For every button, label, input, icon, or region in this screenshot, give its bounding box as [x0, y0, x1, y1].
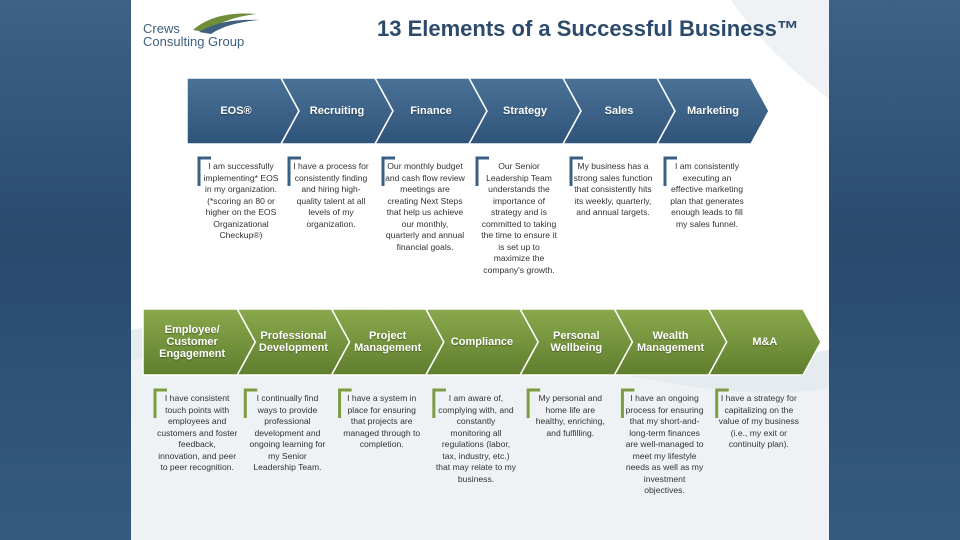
row-top-arrows	[186, 77, 770, 186]
row2-description-4: I am aware of, complying with, and const…	[435, 393, 517, 484]
row2-arrow-label-5: Personal Wellbeing	[550, 330, 603, 354]
row1-description-6: I am consistently executing an effective…	[670, 161, 744, 229]
row1-description-5: My business has a strong sales function …	[573, 161, 653, 217]
row2-arrow-label-3: Project Management	[354, 330, 422, 354]
row2-bracket-4	[432, 388, 446, 418]
row1-description-3: Our monthly budget and cash flow review …	[385, 161, 465, 252]
row2-bracket-5	[526, 388, 541, 418]
wave-logo-icon	[193, 13, 259, 34]
row2-description-1: I have consistent touch points with empl…	[157, 393, 238, 472]
row2-description-6: I have an ongoing process for ensuring t…	[625, 393, 704, 495]
row2-arrow-label-1: Employee/ Customer Engagement	[159, 324, 226, 360]
row1-bracket-6	[663, 156, 677, 186]
row1-arrow-label-6: Marketing	[687, 105, 739, 117]
row1-bracket-3	[381, 156, 395, 186]
row1-arrow-label-5: Sales	[604, 105, 634, 117]
row2-arrow-label-7: M&A	[752, 336, 778, 348]
row2-bracket-2	[243, 388, 258, 418]
row1-bracket-2	[287, 156, 301, 186]
row1-description-4: Our Senior Leadership Team understands t…	[481, 161, 557, 275]
company-logo: Crews Consulting Group	[143, 10, 263, 54]
row2-bracket-1	[153, 388, 167, 418]
row2-bracket-6	[620, 388, 635, 418]
row-bottom-arrows	[142, 308, 822, 418]
background-right-panel	[829, 0, 960, 540]
row2-arrow-label-4: Compliance	[450, 336, 514, 348]
row1-description-2: I have a process for consistently findin…	[293, 161, 369, 229]
row1-arrow-label-2: Recruiting	[309, 105, 365, 117]
page-title: 13 Elements of a Successful Business™	[377, 16, 799, 41]
row2-bracket-7	[715, 388, 729, 418]
row2-arrow-7	[707, 308, 822, 376]
row2-description-7: I have a strategy for capitalizing on th…	[718, 393, 799, 449]
row1-arrow-label-3: Finance	[410, 105, 452, 117]
row1-arrow-label-1: EOS®	[220, 105, 252, 117]
row2-description-5: My personal and home life are healthy, e…	[535, 393, 605, 438]
row2-bracket-3	[338, 388, 352, 418]
row1-bracket-1	[197, 156, 211, 186]
row1-arrow-6	[655, 77, 770, 145]
slide: Crews Consulting Group 13 Elements of a …	[131, 0, 829, 540]
row2-description-2: I continually find ways to provide profe…	[249, 393, 326, 472]
background-left-panel	[0, 0, 131, 540]
row1-bracket-5	[569, 156, 583, 186]
row2-arrow-label-6: Wealth Management	[636, 330, 705, 354]
logo-wordmark: Crews Consulting Group	[143, 22, 244, 48]
logo-line1: Crews	[143, 21, 180, 36]
logo-line2: Consulting Group	[143, 34, 245, 49]
row1-description-1: I am successfully implementing* EOS in m…	[203, 161, 279, 240]
row-bottom: Employee/ Customer Engagement I have cons…	[131, 0, 829, 540]
row2-description-3: I have a system in place for ensuring th…	[343, 393, 421, 449]
row2-arrow-label-2: Professional Development	[258, 330, 328, 354]
row-top: EOS® I am successfully implementing* EOS …	[131, 0, 829, 540]
row1-arrow-label-4: Strategy	[502, 105, 548, 117]
row1-bracket-4	[475, 156, 489, 186]
